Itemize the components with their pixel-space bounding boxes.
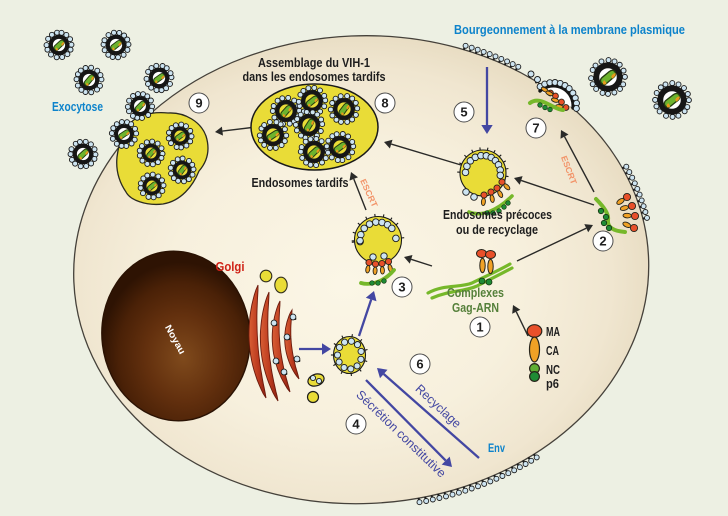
svg-text:Complexes: Complexes	[447, 285, 504, 300]
svg-text:4: 4	[352, 417, 360, 432]
svg-text:Bourgeonnement à la membrane p: Bourgeonnement à la membrane plasmique	[454, 22, 685, 37]
svg-text:1: 1	[476, 320, 483, 335]
svg-text:Env: Env	[488, 441, 505, 455]
svg-text:Gag-ARN: Gag-ARN	[452, 300, 499, 315]
svg-text:Golgi: Golgi	[216, 260, 245, 274]
svg-text:NC: NC	[546, 363, 560, 377]
svg-text:9: 9	[195, 96, 202, 111]
svg-text:CA: CA	[546, 344, 559, 358]
svg-text:Endosomes tardifs: Endosomes tardifs	[252, 175, 349, 190]
svg-text:Exocytose: Exocytose	[52, 100, 103, 114]
svg-text:2: 2	[599, 234, 606, 249]
svg-text:7: 7	[532, 121, 539, 136]
svg-text:ou de recyclage: ou de recyclage	[456, 222, 538, 237]
svg-text:Endosomes précoces: Endosomes précoces	[443, 207, 552, 222]
svg-text:MA: MA	[546, 325, 560, 339]
svg-text:8: 8	[381, 96, 388, 111]
svg-text:p6: p6	[546, 377, 559, 391]
svg-text:5: 5	[460, 105, 467, 120]
svg-text:6: 6	[416, 357, 423, 372]
svg-text:dans les endosomes tardifs: dans les endosomes tardifs	[243, 69, 386, 84]
svg-text:Assemblage du VIH-1: Assemblage du VIH-1	[258, 55, 370, 70]
svg-text:3: 3	[398, 280, 405, 295]
